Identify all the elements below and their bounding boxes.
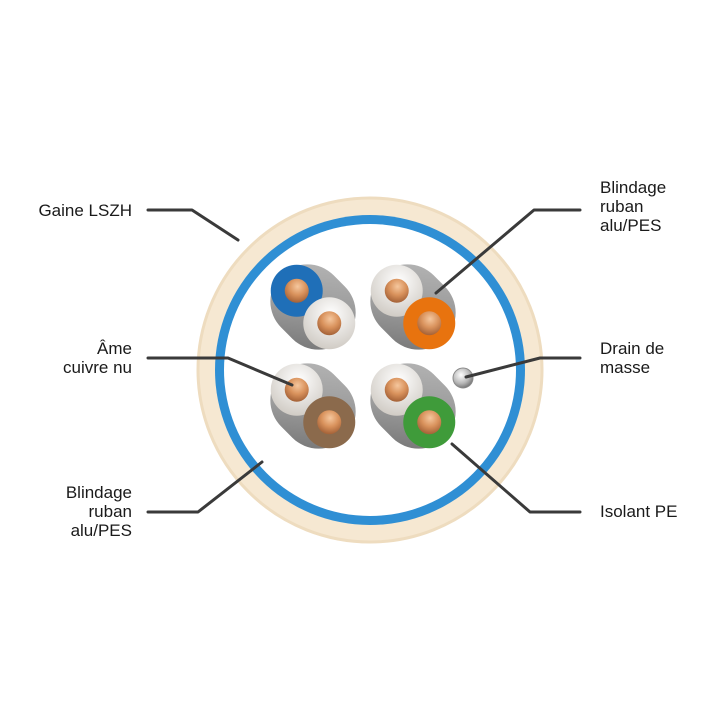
pair-green bbox=[370, 363, 456, 449]
label-blindage-bottom: Blindage ruban alu/PES bbox=[65, 483, 132, 540]
pair-blue bbox=[270, 264, 356, 350]
drain-wire bbox=[452, 367, 474, 389]
copper-core bbox=[384, 377, 409, 402]
leader-lines bbox=[146, 208, 582, 514]
leader-blindage-top bbox=[434, 208, 582, 295]
label-ame-cuivre-nu: Âme cuivre nu bbox=[63, 339, 132, 377]
copper-core bbox=[417, 410, 442, 435]
copper-core bbox=[317, 410, 342, 435]
leader-drain bbox=[464, 356, 582, 379]
copper-core bbox=[317, 311, 342, 336]
copper-core bbox=[384, 278, 409, 303]
pair-orange bbox=[370, 264, 456, 350]
overall-shield-inner bbox=[224, 224, 516, 516]
leader-isolant bbox=[450, 442, 582, 514]
copper-core bbox=[284, 278, 309, 303]
label-blindage-top: Blindage ruban alu/PES bbox=[600, 178, 667, 235]
label-gaine-lszh: Gaine LSZH bbox=[38, 201, 132, 220]
leader-blindage-bottom bbox=[146, 460, 264, 514]
leader-ame bbox=[146, 356, 294, 387]
label-drain-de-masse: Drain de masse bbox=[600, 339, 665, 377]
leader-gaine bbox=[146, 208, 240, 242]
label-isolant-pe: Isolant PE bbox=[600, 502, 678, 521]
copper-core bbox=[417, 311, 442, 336]
